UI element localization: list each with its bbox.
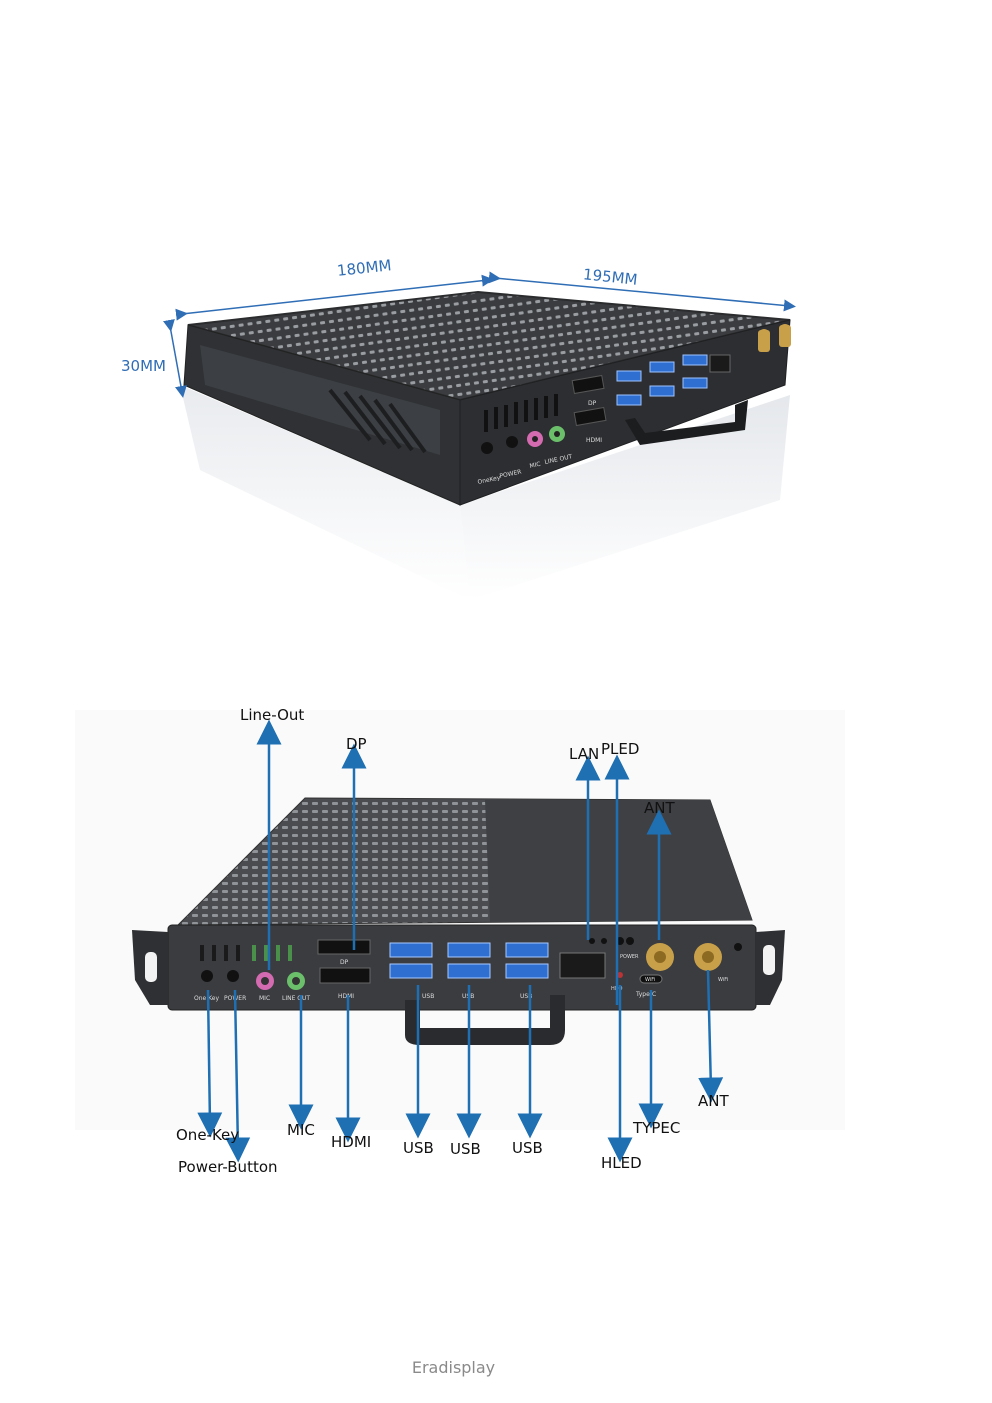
ant-bottom-callout: ANT — [698, 1092, 729, 1110]
hled-callout: HLED — [601, 1154, 642, 1172]
mic-callout: MIC — [287, 1121, 315, 1139]
power-button-callout: Power-Button — [178, 1158, 278, 1176]
mini-pc-port-illustration: One Key POWER MIC LINE OUT DP HDMI USB U… — [75, 710, 845, 1163]
footer-brand: Eradisplay — [411, 1358, 496, 1377]
onekey-print-2: One Key — [194, 995, 219, 1002]
mini-pc-dimension-illustration: OneKey POWER MIC LINE OUT DP HDMI — [163, 271, 796, 600]
line-out-print-2: LINE OUT — [282, 995, 310, 1002]
dp-print: DP — [588, 400, 597, 407]
height-dimension-label: 30MM — [121, 357, 166, 375]
wifi-print-1: WiFi — [645, 977, 655, 983]
wifi-print-2: WiFi — [718, 977, 728, 983]
typec-callout: TYPEC — [633, 1119, 681, 1137]
onekey-print: OneKey — [477, 474, 501, 486]
power-led-print: POWER — [620, 954, 639, 960]
hdmi-callout: HDMI — [331, 1133, 372, 1151]
mic-print-2: MIC — [259, 995, 270, 1002]
usb-callout-1: USB — [403, 1139, 434, 1157]
typec-print: Type-C — [635, 991, 656, 998]
usb-callout-3: USB — [512, 1139, 543, 1157]
ant-top-callout: ANT — [644, 799, 675, 817]
dimension-photo: OneKey POWER MIC LINE OUT DP HDMI — [0, 240, 992, 620]
usb-print-1: USB — [422, 993, 434, 1000]
pled-callout: PLED — [601, 740, 640, 758]
line-out-callout: Line-Out — [240, 706, 305, 724]
dp-print-2: DP — [340, 959, 349, 966]
dp-callout: DP — [346, 735, 367, 753]
hdmi-print: HDMI — [586, 437, 602, 444]
mic-print: MIC — [529, 461, 541, 470]
port-callout-photo: One Key POWER MIC LINE OUT DP HDMI USB U… — [0, 700, 992, 1200]
usb-callout-2: USB — [450, 1140, 481, 1158]
usb-print-3: USB — [520, 993, 532, 1000]
chassis-front — [459, 319, 791, 506]
power-print: POWER — [499, 468, 522, 479]
one-key-callout: One-Key — [176, 1126, 240, 1144]
hdmi-print-2: HDMI — [338, 993, 354, 1000]
lan-callout: LAN — [569, 745, 600, 763]
